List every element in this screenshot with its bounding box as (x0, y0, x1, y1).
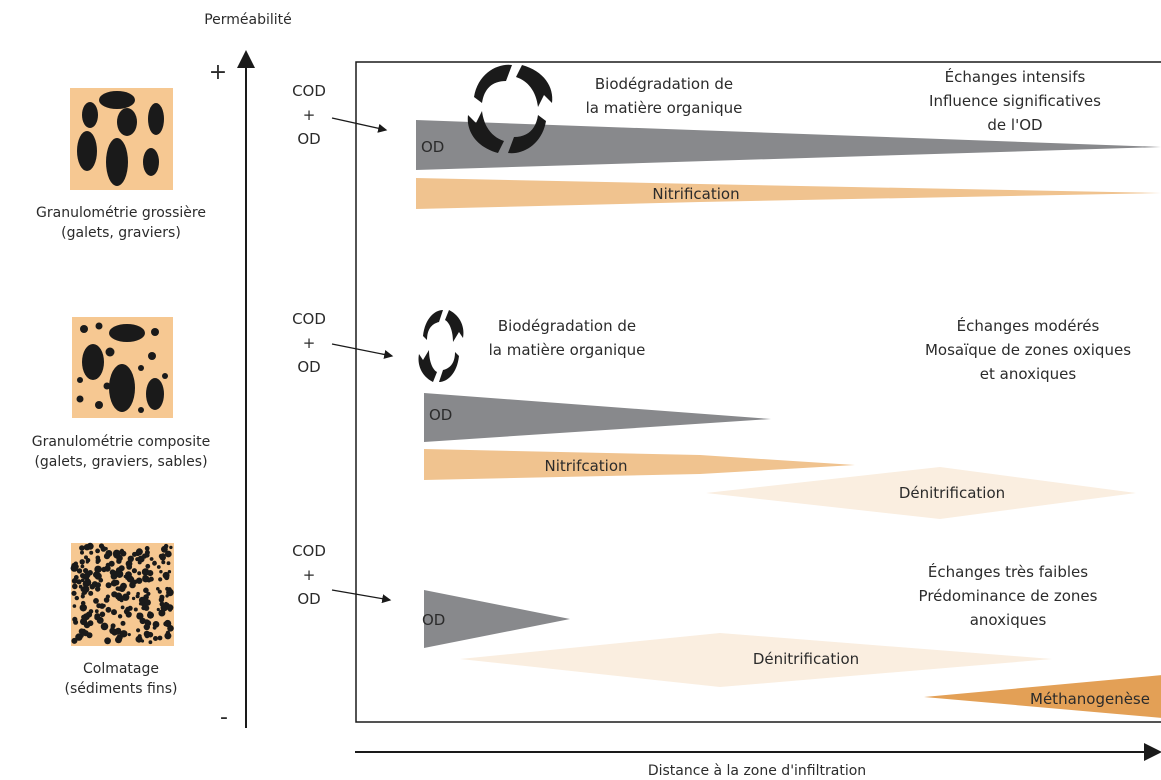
clogging-od-wedge (424, 590, 570, 648)
y-axis-plus: + (209, 60, 227, 85)
clogging-exchange-3: anoxiques (970, 611, 1047, 629)
clogging-methanogenese-band (924, 675, 1161, 718)
composite-input-od: OD (297, 358, 320, 376)
coarse-biodeg-2: la matière organique (586, 99, 743, 117)
composite-od-wedge (424, 393, 771, 442)
coarse-input-arrow (331, 117, 388, 133)
composite-input-arrow (331, 343, 394, 359)
composite-exchange-1: Échanges modérés (957, 316, 1100, 335)
coarse-biodegradation-cycle-icon (467, 64, 553, 154)
composite-label-1: Granulométrie composite (32, 434, 210, 450)
fine-sediment-icon (70, 542, 174, 646)
clogging-denitrification-label: Dénitrification (753, 650, 859, 668)
clogging-denitrification-band (460, 633, 1052, 687)
clogging-methanogenese-label: Méthanogenèse (1030, 690, 1150, 708)
composite-sediment-icon (72, 317, 173, 418)
clogging-input-od: OD (297, 590, 320, 608)
coarse-exchange-3: de l'OD (987, 116, 1042, 134)
clogging-input-arrow (331, 589, 392, 604)
composite-od-label: OD (429, 406, 452, 424)
coarse-sediment-icon (70, 88, 173, 190)
coarse-biodeg-1: Biodégradation de (595, 75, 733, 93)
composite-nitrification-band (424, 449, 855, 480)
composite-denitrification-band (706, 467, 1136, 519)
composite-input-cod: COD (292, 310, 326, 328)
row-composite: Granulométrie composite (galets, gravier… (32, 310, 1136, 519)
clogging-exchange-2: Prédominance de zones (919, 587, 1098, 605)
clogging-input-cod: COD (292, 542, 326, 560)
row-clogging: Colmatage (sédiments fins) COD + OD OD É… (65, 542, 1161, 718)
coarse-od-wedge (416, 120, 1161, 170)
clogging-od-label: OD (422, 611, 445, 629)
clogging-label-1: Colmatage (83, 661, 159, 677)
coarse-label-1: Granulométrie grossière (36, 205, 206, 221)
main-frame (355, 61, 1161, 723)
x-axis-label: Distance à la zone d'infiltration (648, 763, 866, 779)
coarse-nitrification-label: Nitrification (652, 185, 739, 203)
coarse-input-plus: + (303, 106, 316, 124)
coarse-label-2: (galets, graviers) (61, 225, 181, 241)
clogging-input-plus: + (303, 566, 316, 584)
coarse-input-cod: COD (292, 82, 326, 100)
composite-denitrification-label: Dénitrification (899, 484, 1005, 502)
composite-input-plus: + (303, 334, 316, 352)
row-coarse: Granulométrie grossière (galets, gravier… (36, 64, 1161, 241)
coarse-exchange-2: Influence significatives (929, 92, 1101, 110)
composite-label-2: (galets, graviers, sables) (34, 454, 207, 470)
composite-biodeg-1: Biodégradation de (498, 317, 636, 335)
coarse-nitrification-band (416, 178, 1161, 209)
composite-nitrification-label: Nitrifcation (544, 457, 627, 475)
y-axis-label: Perméabilité (204, 12, 292, 28)
y-axis-minus: - (220, 705, 228, 730)
coarse-exchange-1: Échanges intensifs (945, 67, 1086, 86)
clogging-exchange-1: Échanges très faibles (928, 562, 1088, 581)
composite-exchange-2: Mosaïque de zones oxiques (925, 341, 1131, 359)
composite-biodegradation-cycle-icon (418, 310, 464, 382)
composite-exchange-3: et anoxiques (980, 365, 1077, 383)
clogging-label-2: (sédiments fins) (65, 681, 178, 697)
coarse-od-label: OD (421, 138, 444, 156)
composite-biodeg-2: la matière organique (489, 341, 646, 359)
coarse-input-od: OD (297, 130, 320, 148)
